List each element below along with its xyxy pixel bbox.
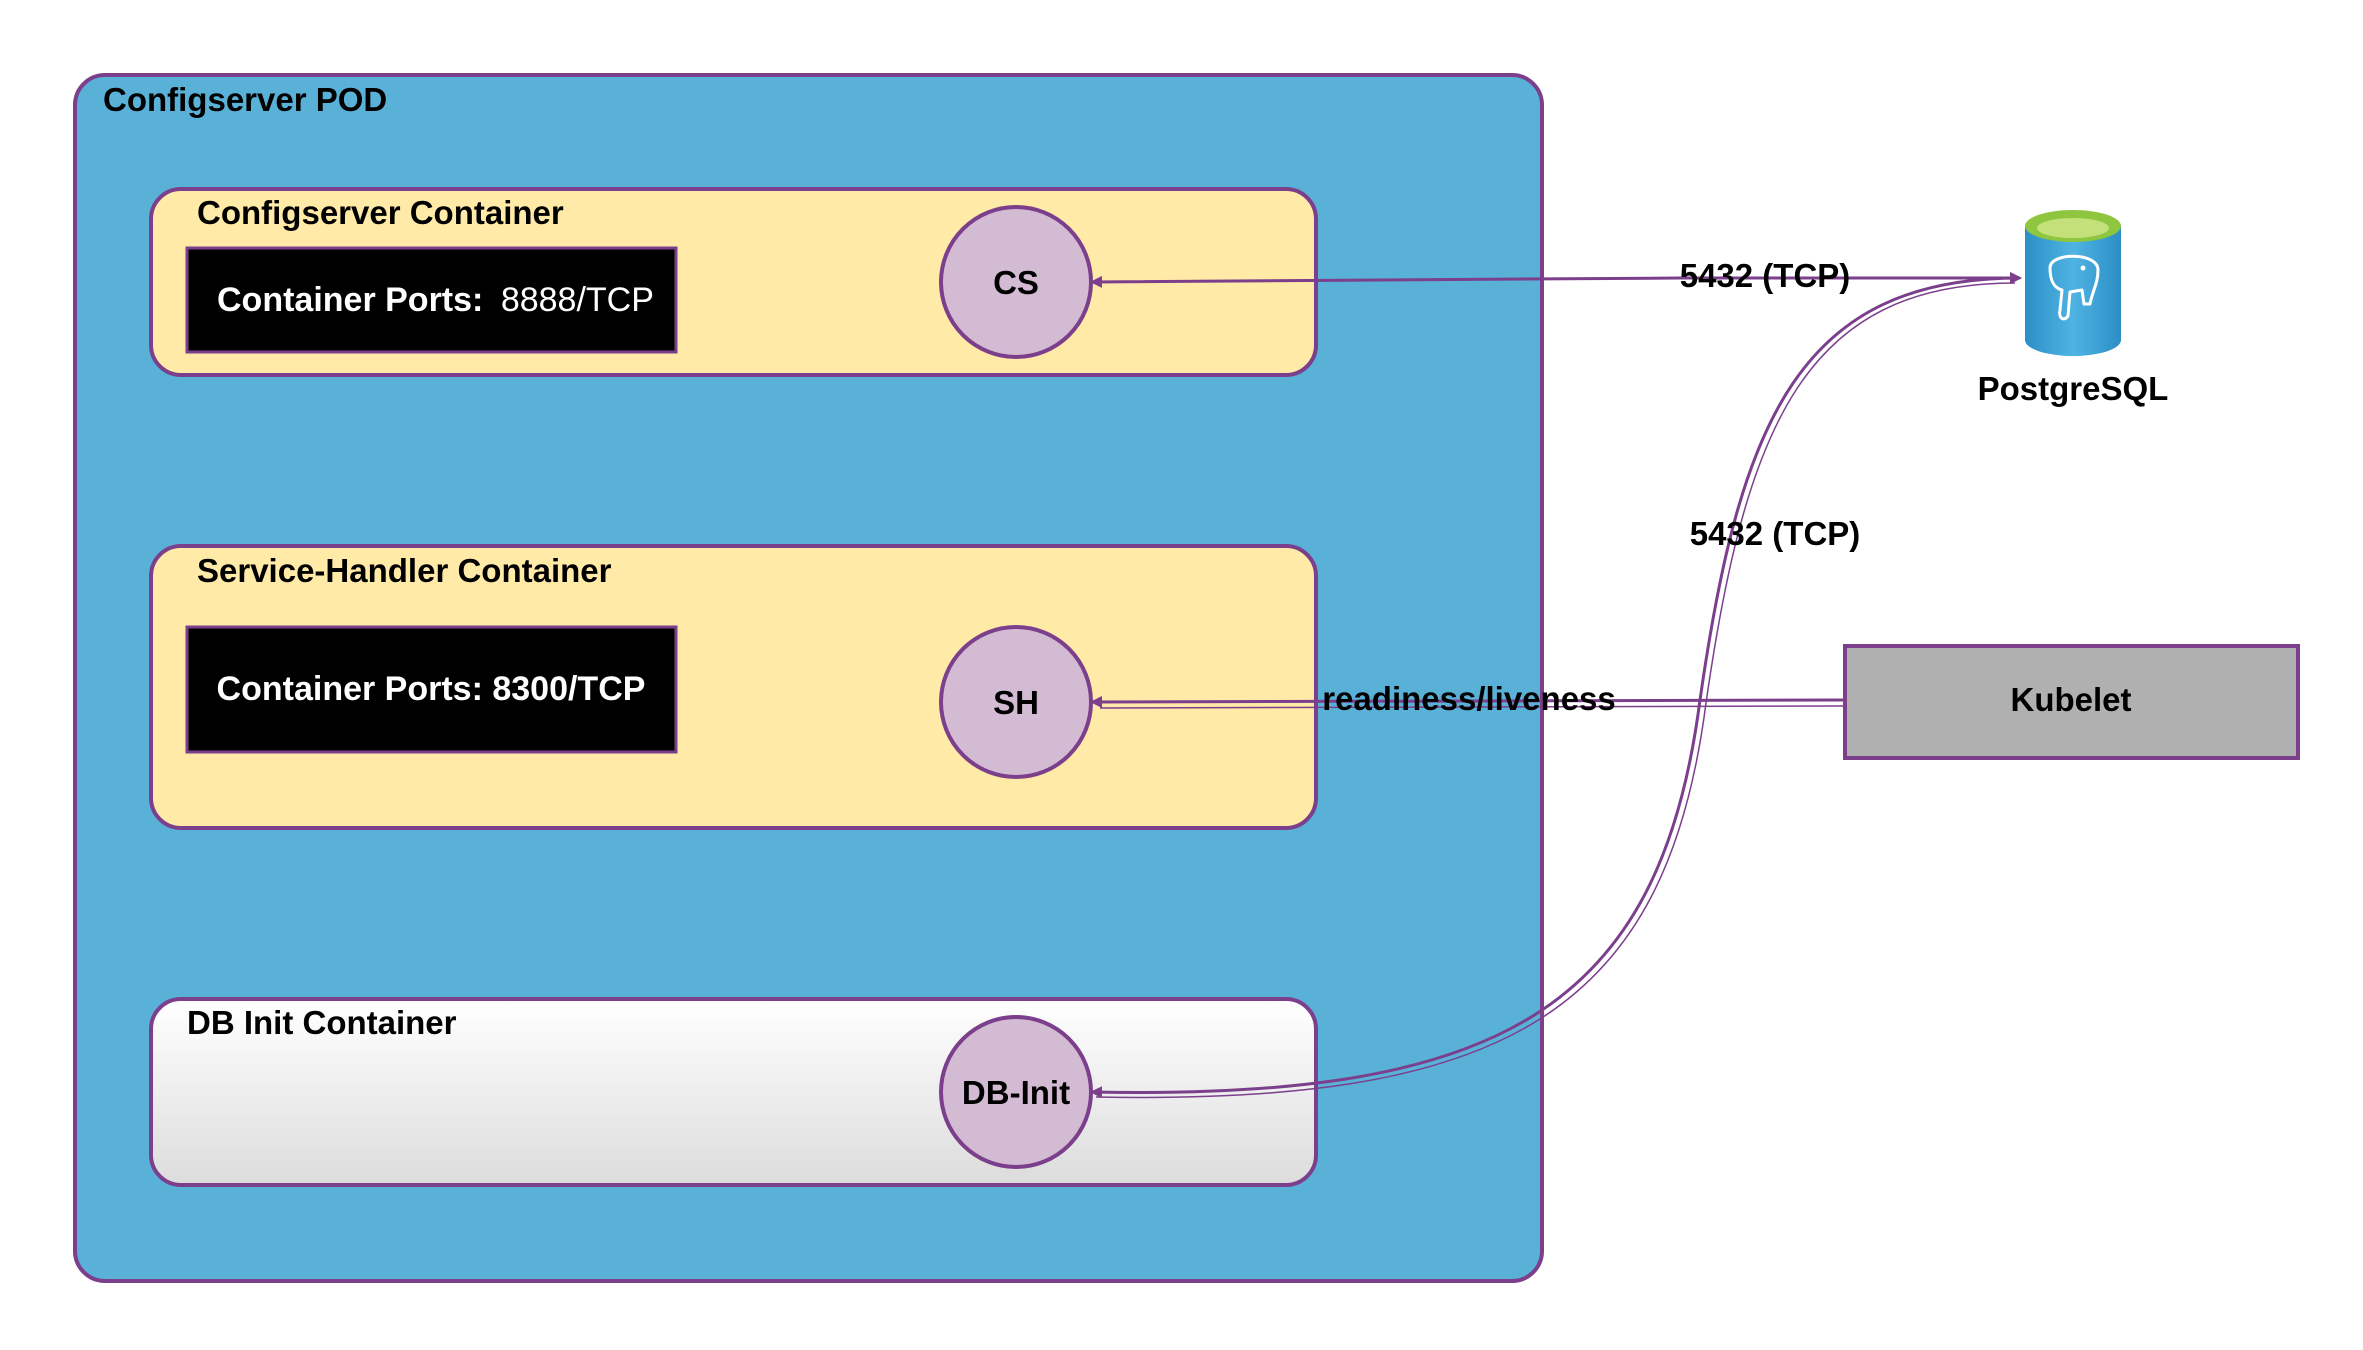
service-handler-ports-box: Container Ports: 8300/TCP [185, 625, 678, 754]
db-init-node: DB-Init [939, 1015, 1093, 1169]
service-handler-ports-label: Container Ports: 8300/TCP [217, 670, 646, 708]
postgresql-label: PostgreSQL [1978, 370, 2169, 407]
configserver-container: Configserver Container Container Ports: … [149, 187, 1318, 377]
configserver-ports-box: Container Ports: 8888/TCP [185, 246, 678, 354]
sh-node-label: SH [993, 684, 1039, 721]
postgresql-icon [2025, 210, 2121, 356]
service-handler-container: Service-Handler Container Container Port… [149, 544, 1318, 830]
edge-cs-postgres-label: 5432 (TCP) [1680, 257, 1851, 294]
configserver-ports-value: 8888/TCP [501, 281, 654, 319]
sh-node: SH [939, 625, 1093, 779]
edge-dbinit-postgres-label: 5432 (TCP) [1690, 515, 1861, 552]
db-init-node-label: DB-Init [962, 1074, 1070, 1111]
edge-kubelet-sh-label: readiness/liveness [1322, 680, 1616, 717]
edge-dbinit-postgres: 5432 (TCP) [1090, 272, 2022, 1099]
service-handler-container-title: Service-Handler Container [197, 552, 612, 589]
configserver-container-title: Configserver Container [197, 194, 564, 231]
cs-node: CS [939, 205, 1093, 359]
kubelet-node: Kubelet [1843, 644, 2300, 760]
kubelet-label: Kubelet [2010, 681, 2131, 718]
cs-node-label: CS [993, 264, 1039, 301]
db-init-container-title: DB Init Container [187, 1004, 457, 1041]
configserver-ports-label: Container Ports: [217, 281, 483, 319]
svg-text:Container Ports: 8888/: Container Ports: 8888/TCP [217, 281, 654, 319]
edge-kubelet-sh: readiness/liveness [1090, 680, 1846, 717]
postgresql-node: PostgreSQL [1978, 210, 2169, 407]
pod-title: Configserver POD [103, 81, 387, 118]
